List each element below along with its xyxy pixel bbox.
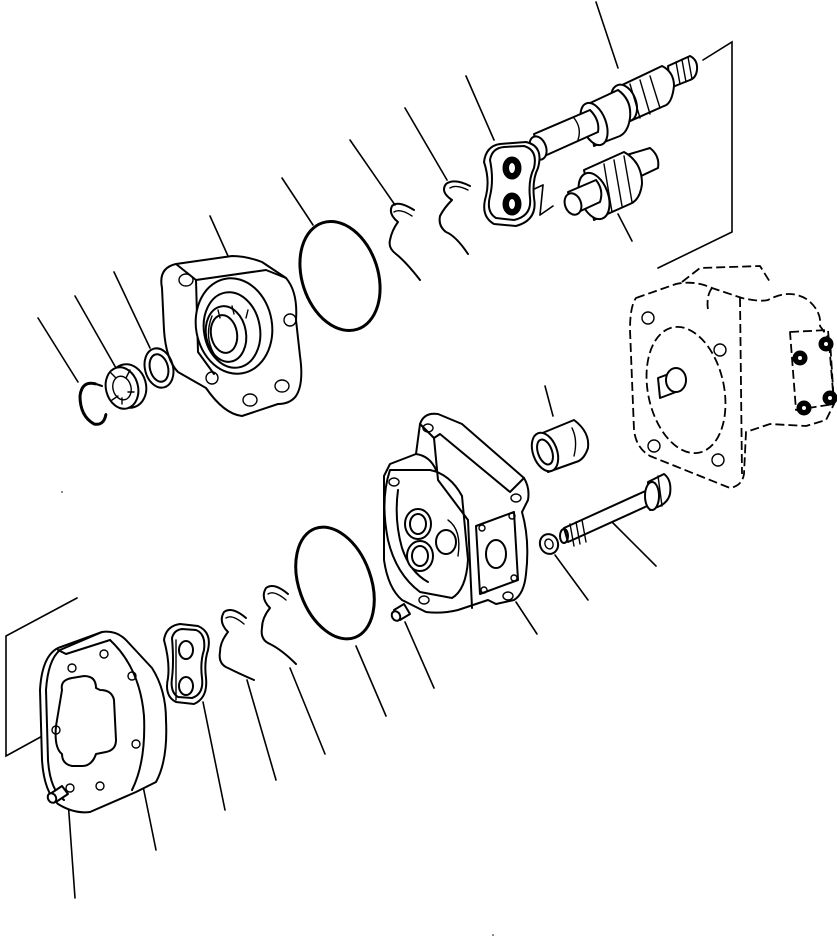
bolt: [559, 473, 672, 547]
leader-lines: [37, 1, 657, 899]
scan-speck: [492, 934, 494, 936]
seal-front-a: [388, 202, 421, 281]
seal-rear-b: [260, 585, 297, 665]
bracket-end-cover: [5, 597, 78, 758]
snap-ring: [78, 381, 108, 426]
leader-end-cover: [142, 785, 157, 851]
sleeve: [530, 419, 590, 473]
attached-pump: [629, 265, 837, 489]
seal-rear-a: [218, 609, 255, 681]
leader-o-ring-front: [281, 177, 314, 226]
o-ring-rear: [294, 525, 376, 641]
dowel-pin-lower: [46, 785, 69, 804]
group-brackets: [5, 40, 733, 758]
leader-seal-front-a: [349, 139, 396, 206]
leader-gear-case: [515, 601, 538, 635]
bushing-plate-front: [483, 141, 541, 227]
bolt-washer: [538, 533, 560, 555]
leader-snap-ring: [37, 317, 79, 383]
drive-shaft: [528, 55, 699, 161]
seal-front-b: [438, 180, 471, 255]
leader-flange-housing: [209, 215, 229, 257]
bushing-plate-rear: [163, 623, 210, 705]
leader-dowel-pin-upper: [404, 621, 435, 689]
driven-gear: [563, 147, 660, 221]
leader-bolt: [611, 521, 657, 567]
gear-case: [383, 412, 530, 614]
leader-sleeve: [544, 385, 554, 417]
leader-seal-rear-a: [246, 679, 277, 781]
leader-bolt-washer: [554, 554, 589, 601]
scan-speck: [61, 491, 63, 493]
bracket-shaft-gear: [657, 40, 733, 269]
bracket-shaft-link: [539, 184, 544, 216]
dowel-pin-upper: [390, 603, 411, 622]
end-cover: [39, 630, 168, 814]
leader-seal-front-b: [404, 107, 448, 181]
leader-o-ring-rear: [355, 645, 387, 717]
leader-driven-gear: [617, 213, 633, 242]
oil-seal: [104, 363, 148, 410]
leader-seal-rear-b: [289, 667, 326, 755]
o-ring-front: [298, 219, 382, 333]
leader-oil-seal: [74, 295, 117, 369]
washer-ring: [143, 347, 175, 389]
flange-housing: [160, 255, 303, 417]
leader-dowel-pin-lower: [67, 799, 76, 899]
leader-bushing-plate-front: [465, 75, 495, 141]
bracket-shaft-link-3: [539, 205, 554, 216]
leader-bushing-plate-rear: [202, 701, 226, 811]
leader-washer-ring: [113, 271, 151, 349]
leader-drive-shaft: [595, 1, 619, 69]
